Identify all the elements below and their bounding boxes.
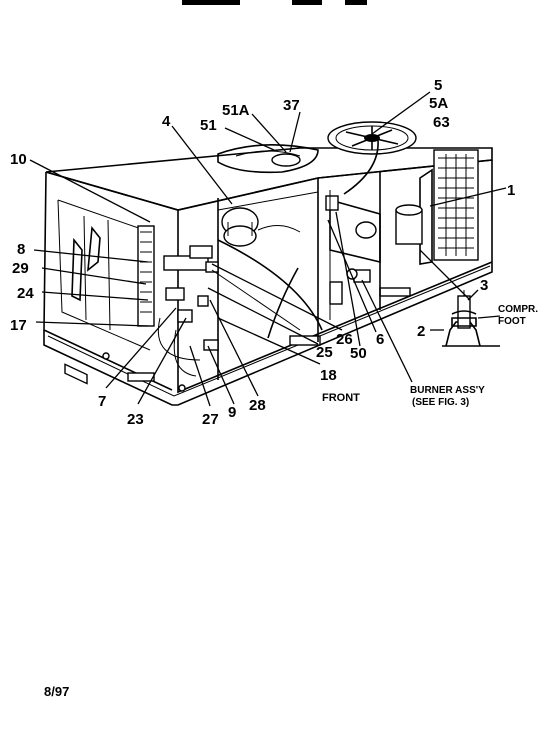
compr-foot-label-2: FOOT <box>498 316 526 327</box>
callout-63: 63 <box>433 114 450 131</box>
compressor-foot-inset <box>442 290 500 347</box>
callout-5: 5 <box>434 77 442 94</box>
callout-18: 18 <box>320 367 337 384</box>
burner-label-1: BURNER ASS'Y <box>410 385 485 396</box>
callout-28: 28 <box>249 397 266 414</box>
rooftop-unit <box>43 121 493 406</box>
callout-10: 10 <box>10 151 27 168</box>
callout-2: 2 <box>417 323 425 340</box>
leader-lines <box>29 91 507 407</box>
callout-51a: 51A <box>222 102 250 119</box>
callout-1: 1 <box>507 182 515 199</box>
footer-date: 8/97 <box>44 684 69 699</box>
callout-3: 3 <box>480 277 488 294</box>
callout-9: 9 <box>228 404 236 421</box>
notes: COMPR. FOOT BURNER ASS'Y (SEE FIG. 3) FR… <box>322 304 538 408</box>
front-label: FRONT <box>322 392 360 404</box>
callout-27: 27 <box>202 411 219 428</box>
callout-7: 7 <box>98 393 106 410</box>
callout-37: 37 <box>283 97 300 114</box>
callout-17: 17 <box>10 317 27 334</box>
callout-26: 26 <box>336 331 353 348</box>
callout-4: 4 <box>162 113 171 130</box>
callout-23: 23 <box>127 411 144 428</box>
callout-6: 6 <box>376 331 384 348</box>
callout-24: 24 <box>17 285 34 302</box>
compr-foot-label-1: COMPR. <box>498 304 538 315</box>
callout-51: 51 <box>200 117 217 134</box>
header-fragment <box>182 0 367 5</box>
callout-5a: 5A <box>429 95 448 112</box>
callout-29: 29 <box>12 260 29 277</box>
callout-50: 50 <box>350 345 367 362</box>
callout-8: 8 <box>17 241 25 258</box>
burner-label-2: (SEE FIG. 3) <box>412 397 469 408</box>
callout-25: 25 <box>316 344 333 361</box>
callout-labels: 5 5A 63 37 51A 51 4 10 1 8 29 24 17 3 2 … <box>10 77 515 428</box>
